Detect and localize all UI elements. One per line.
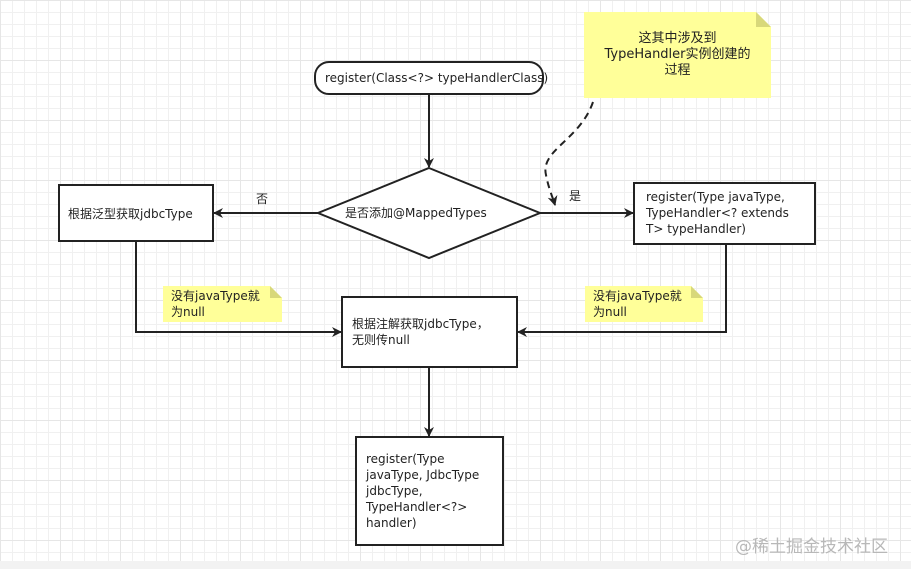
bottom-box-shape <box>355 436 504 546</box>
yes-label: 是 <box>569 189 582 203</box>
no-label: 否 <box>256 192 269 206</box>
right-box-shape <box>633 182 816 245</box>
bottom-strip <box>0 561 911 569</box>
note-right-text: 没有javaType就 为null <box>593 289 682 319</box>
bottom-box: register(Type javaType, JdbcType jdbcTyp… <box>366 452 480 530</box>
edge-right-middle <box>517 244 727 337</box>
edge-note-dashed <box>544 101 594 206</box>
decision-node: 是否添加@MappedTypes <box>345 206 487 220</box>
left-box: 根据泛型获取jdbcType <box>68 207 193 221</box>
note-right <box>585 286 703 322</box>
note-left <box>163 286 282 322</box>
right-box: register(Type javaType, TypeHandler<? ex… <box>646 190 789 236</box>
watermark: @稀土掘金技术社区 <box>735 537 888 557</box>
edge-left-middle <box>135 241 342 337</box>
decision-shape <box>315 166 543 260</box>
middle-box: 根据注解获取jdbcType， 无则传null <box>352 317 489 347</box>
start-node: register(Class<?> typeHandlerClass) <box>325 71 549 85</box>
note-top-text: 这其中涉及到 TypeHandler实例创建的 过程 <box>604 31 751 78</box>
note-left-text: 没有javaType就 为null <box>171 289 260 319</box>
note-top <box>584 12 771 98</box>
middle-box-shape <box>341 296 518 368</box>
